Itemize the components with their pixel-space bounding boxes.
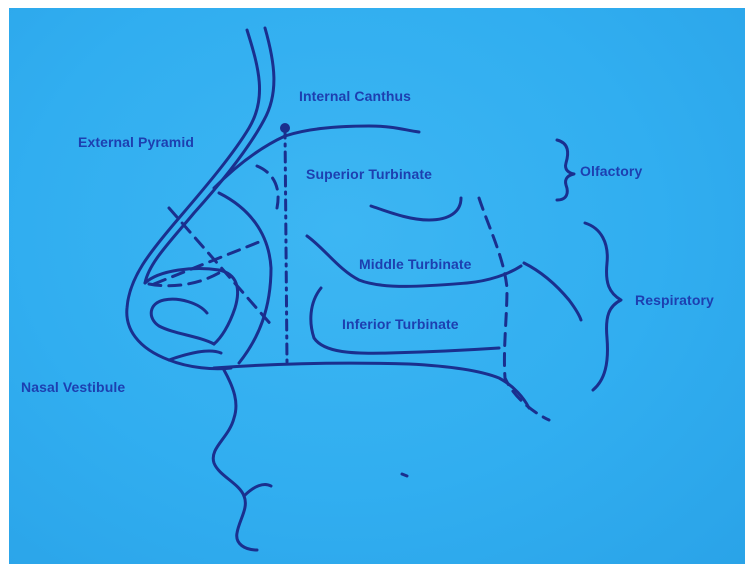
- superior-turbinate-shape: [371, 198, 461, 220]
- stray-mark: [402, 474, 407, 476]
- label-internal-canthus: Internal Canthus: [299, 88, 411, 104]
- middle-turbinate-tail: [524, 263, 581, 320]
- label-nasal-vestibule: Nasal Vestibule: [21, 379, 125, 395]
- label-inferior-turbinate: Inferior Turbinate: [342, 316, 459, 332]
- cartilage-dash-3: [149, 270, 224, 286]
- respiratory-brace: [585, 223, 621, 390]
- lip-notch: [244, 484, 271, 496]
- label-respiratory: Respiratory: [635, 292, 714, 308]
- alar-arc: [219, 193, 271, 363]
- label-middle-turbinate: Middle Turbinate: [359, 256, 472, 272]
- diagram-slide: Internal Canthus External Pyramid Superi…: [9, 8, 745, 564]
- vestibule-inner-loop: [151, 299, 214, 344]
- olfactory-brace: [557, 140, 574, 200]
- canthus-vertical-line: [285, 128, 287, 363]
- vestibule-curl: [169, 351, 221, 360]
- label-external-pyramid: External Pyramid: [78, 134, 194, 150]
- nasal-floor-line: [214, 363, 529, 408]
- lip-profile: [213, 370, 257, 550]
- alar-dashed-arc: [257, 166, 278, 208]
- nose-outer-profile: [127, 30, 260, 369]
- label-superior-turbinate: Superior Turbinate: [306, 166, 432, 182]
- label-olfactory: Olfactory: [580, 163, 642, 179]
- vestibule-outer-loop: [145, 269, 238, 344]
